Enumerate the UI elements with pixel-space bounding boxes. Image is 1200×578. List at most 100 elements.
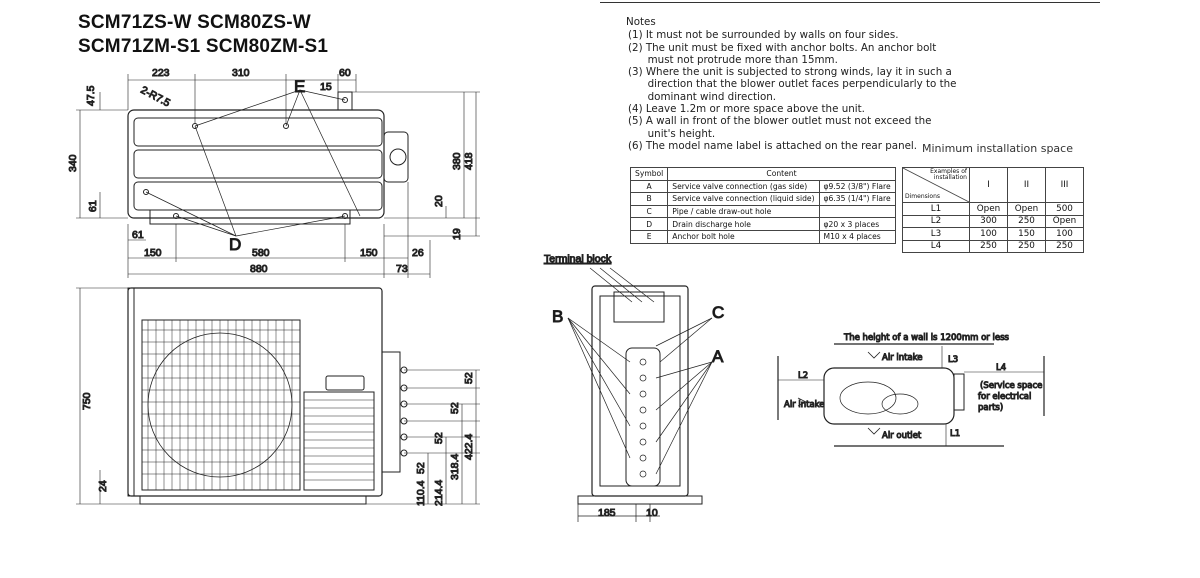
content-cell: Anchor bolt hole (667, 229, 820, 244)
top-view-tab (337, 91, 353, 111)
valve-icon (639, 406, 647, 414)
fan-grille-lines (142, 320, 300, 490)
spec-cell: φ6.35 (1/4") Flare (818, 192, 896, 206)
note-line: (6) The model name label is attached on … (628, 139, 918, 152)
table-cell: 250 (969, 239, 1008, 253)
notes-heading: Notes (626, 16, 656, 28)
air-outlet: Air outlet (882, 431, 922, 441)
nameplate-icon (325, 375, 365, 391)
note-line: unit's height. (628, 127, 716, 140)
model-title-line-2: SCM71ZM-S1 SCM80ZM-S1 (78, 36, 329, 57)
base-feet (139, 495, 367, 505)
note-line: (4) Leave 1.2m or more space above the u… (628, 103, 865, 116)
dim-label: 223 (152, 67, 170, 79)
table-row: E Anchor bolt hole M10 x 4 places (629, 229, 896, 244)
symbol-table: Symbol Content A Service valve connectio… (629, 167, 896, 244)
dim-label: 150 (144, 247, 162, 259)
header-rule (600, 2, 1100, 3)
label-l4: L4 (996, 363, 1006, 373)
dim-label: 52 (449, 402, 461, 414)
dim-label: 26 (412, 247, 424, 259)
arrow-down-icon (867, 351, 881, 359)
note-line: (1) It must not be surrounded by walls o… (628, 29, 899, 42)
dim-label: 10 (646, 507, 658, 519)
dim-label: 47.5 (85, 85, 97, 106)
dim-label: 61 (132, 229, 144, 241)
dim-label: 340 (67, 154, 79, 172)
dim-label: 19 (451, 228, 463, 240)
drain-hole-icon (143, 189, 149, 195)
dim-label: 580 (252, 247, 270, 259)
valve-icon (639, 470, 647, 478)
arrow-down-icon (867, 427, 881, 435)
callout-b: B (552, 307, 563, 326)
note-line: direction that the blower outlet faces p… (628, 78, 957, 91)
dim-label: 750 (81, 392, 93, 410)
table-row: L1 Open Open 500 (902, 202, 1084, 216)
col-header: III (1045, 167, 1084, 203)
service-panel (625, 347, 661, 487)
dim-label: 880 (250, 263, 268, 275)
note-line: must not protrude more than 15mm. (628, 53, 838, 66)
label-l2: L2 (798, 371, 808, 381)
dim-label: 20 (433, 195, 445, 207)
dim-label: 52 (415, 462, 427, 474)
valve-icon (639, 358, 647, 366)
valve-icon (639, 422, 647, 430)
row-label: L4 (902, 239, 970, 253)
notes-block: Notes (1) It must not be surrounded by w… (626, 16, 957, 152)
dim-label: 150 (360, 247, 378, 259)
front-view: 750 24 52 52 52 52 110.4 214.4 318.4 422… (76, 287, 480, 507)
table-row: L4 250 250 250 (902, 239, 1084, 253)
dim-label: 380 (451, 152, 463, 170)
label-l1: L1 (950, 429, 960, 439)
fan-icon (839, 381, 897, 415)
top-view-base (149, 209, 351, 225)
top-view-slat (133, 117, 383, 147)
dim-label: 2-R7.5 (139, 84, 173, 109)
dim-label: 110.4 (415, 480, 427, 506)
dim-label: 52 (463, 372, 475, 384)
service-space-line: parts) (978, 403, 1003, 413)
space-table-header: Examples of installation Dimensions I II… (902, 167, 1084, 203)
top-view-slat (133, 181, 383, 211)
dim-label: 61 (87, 200, 99, 212)
min-space-label: Minimum installation space (922, 142, 1073, 155)
corner-bottom-label: Dimensions (905, 193, 941, 200)
service-space-line: (Service space (980, 381, 1042, 391)
top-view: 223 310 60 15 47.5 2-R7.5 340 61 380 418… (67, 67, 480, 278)
valve-icon (389, 148, 407, 166)
model-title-line-1: SCM71ZS-W SCM80ZS-W (78, 12, 311, 33)
top-view-slat (133, 149, 383, 179)
fan-guard-circle (147, 332, 293, 478)
dim-label: 60 (339, 67, 351, 79)
table-row: C Pipe / cable draw-out hole (629, 204, 896, 219)
air-intake-left: Air intake (784, 400, 825, 410)
table-row: L2 300 250 Open (902, 214, 1084, 228)
anchor-hole-icon (342, 97, 348, 103)
top-view-side-box (383, 131, 409, 183)
callout-c: C (712, 303, 724, 322)
note-line: (2) The unit must be fixed with anchor b… (628, 41, 937, 54)
terminal-block-icon (613, 291, 665, 323)
symbol-cell: E (629, 229, 669, 244)
service-space-line: for electrical (978, 392, 1031, 402)
callout-e: E (294, 77, 305, 96)
dim-label: 214.4 (433, 480, 445, 506)
table-row: L3 100 150 100 (902, 227, 1084, 241)
drain-hole-icon (342, 213, 348, 219)
table-row: A Service valve connection (gas side) φ9… (629, 179, 896, 194)
table-row: D Drain discharge hole φ20 x 3 places (629, 217, 896, 231)
terminal-block-label: Terminal block (544, 253, 612, 265)
dim-label: 318.4 (449, 454, 461, 480)
side-view: Terminal block B C A 185 10 (544, 253, 725, 522)
table-row: B Service valve connection (liquid side)… (629, 192, 896, 206)
dim-label: 24 (97, 480, 109, 492)
installation-diagram: The height of a wall is 1200mm or less A… (777, 333, 1045, 447)
fan-blade-icon (881, 393, 919, 415)
front-edge (127, 287, 135, 497)
callout-a: A (712, 347, 724, 366)
dim-label: 15 (320, 81, 332, 93)
installation-space-table: Examples of installation Dimensions I II… (902, 167, 1084, 253)
